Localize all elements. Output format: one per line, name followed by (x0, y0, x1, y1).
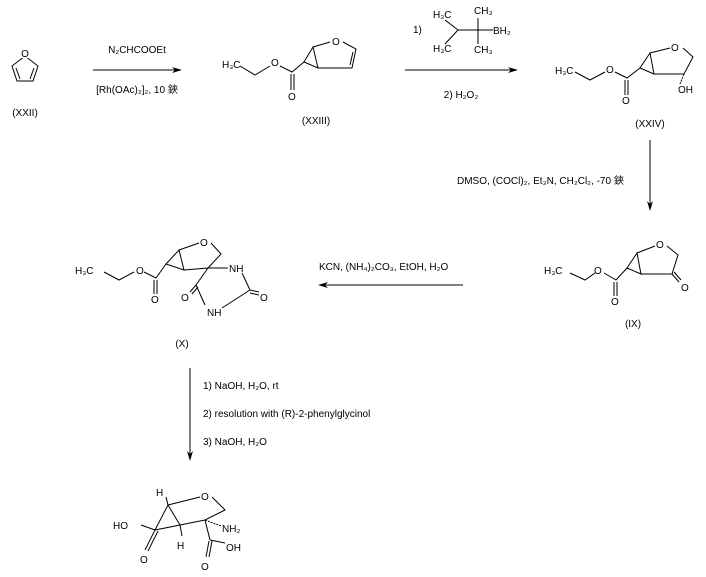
atom-h3c: H₃C (222, 60, 241, 71)
compound-xxiv: H₃C O O O OH (XXIV) (555, 43, 694, 130)
atom-h3c: H₃C (433, 44, 452, 55)
compound-final-product: HO O H O NH₂ H OH O (113, 488, 241, 573)
atom-nh: NH (207, 308, 221, 319)
thexylborane-structure: H₃C H₃C CH₃ CH₃ BH₂ (433, 6, 511, 56)
atom-h3c: H₃C (544, 266, 563, 277)
atom-o: O (181, 293, 189, 304)
reaction-arrow-4: KCN, (NH₄)₂CO₃, EtOH, H₂O (318, 262, 463, 288)
atom-bh2: BH₂ (493, 26, 511, 37)
compound-xxii: O (XXII) (11, 48, 39, 119)
atom-o-carbonyl: O (622, 96, 630, 107)
atom-o-ring: O (656, 240, 664, 251)
reaction-arrow-3: DMSO, (COCl)₂, Et₃N, CH₂Cl₂, -70 鋏 (457, 140, 653, 211)
atom-h3c: H₃C (433, 10, 452, 21)
compound-xxiii: H₃C O O O (XXIII) (222, 37, 357, 127)
atom-h3c: H₃C (555, 66, 574, 77)
atom-o-carbonyl: O (611, 297, 619, 308)
step-number: 1) (413, 25, 422, 36)
atom-o-carbonyl: O (288, 92, 296, 103)
atom-o: O (140, 555, 148, 566)
condition-text: 2) H₂O₂ (444, 90, 479, 101)
atom-o-ester: O (606, 65, 614, 76)
compound-label: (XXIV) (635, 119, 664, 130)
atom-h: H (177, 541, 184, 552)
atom-o: O (21, 49, 29, 60)
condition-text: DMSO, (COCl)₂, Et₃N, CH₂Cl₂, -70 鋏 (457, 174, 624, 187)
reaction-arrow-1: N₂CHCOOEt [Rh(OAc)₂]₂, 10 鋏 (93, 45, 182, 96)
atom-o: O (260, 293, 268, 304)
atom-ch3: CH₃ (474, 45, 493, 56)
reaction-arrow-5: 1) NaOH, H₂O, rt 2) resolution with (R)-… (187, 368, 370, 461)
atom-nh2: NH₂ (222, 524, 240, 535)
atom-o-ester: O (136, 266, 144, 277)
atom-o-ring: O (201, 492, 209, 503)
atom-h: H (156, 488, 163, 499)
compound-label: (XXII) (12, 108, 38, 119)
compound-ix: H₃C O O O O (IX) (544, 240, 689, 330)
atom-o-ring: O (671, 43, 679, 54)
atom-o-ring: O (200, 238, 208, 249)
condition-text: KCN, (NH₄)₂CO₃, EtOH, H₂O (319, 262, 448, 273)
condition-line-1: 1) NaOH, H₂O, rt (203, 381, 279, 392)
atom-o-carbonyl: O (151, 295, 159, 306)
atom-o-ketone: O (681, 283, 689, 294)
atom-oh: OH (678, 85, 693, 96)
compound-label: (X) (175, 339, 188, 350)
condition-line-2: 2) resolution with (R)-2-phenylglycinol (203, 409, 370, 420)
atom-h3c: H₃C (75, 266, 94, 277)
atom-o: O (201, 562, 209, 573)
compound-x: H₃C O O O NH O O NH (X) (75, 238, 268, 350)
atom-o-ester: O (594, 266, 602, 277)
compound-label: (XXIII) (302, 116, 330, 127)
condition-line-3: 3) NaOH, H₂O (203, 437, 267, 448)
atom-o-ester: O (271, 58, 279, 69)
atom-ch3: CH₃ (474, 6, 493, 17)
atom-o-ring: O (332, 37, 340, 48)
compound-label: (IX) (625, 319, 641, 330)
reagent-text: N₂CHCOOEt (108, 45, 166, 56)
reaction-arrow-2: 1) H₃C H₃C CH₃ CH₃ BH₂ 2) H₂O₂ (405, 6, 518, 101)
atom-nh: NH (229, 264, 243, 275)
atom-ho: HO (113, 521, 128, 532)
condition-text: [Rh(OAc)₂]₂, 10 鋏 (96, 83, 178, 96)
atom-oh: OH (226, 543, 241, 554)
